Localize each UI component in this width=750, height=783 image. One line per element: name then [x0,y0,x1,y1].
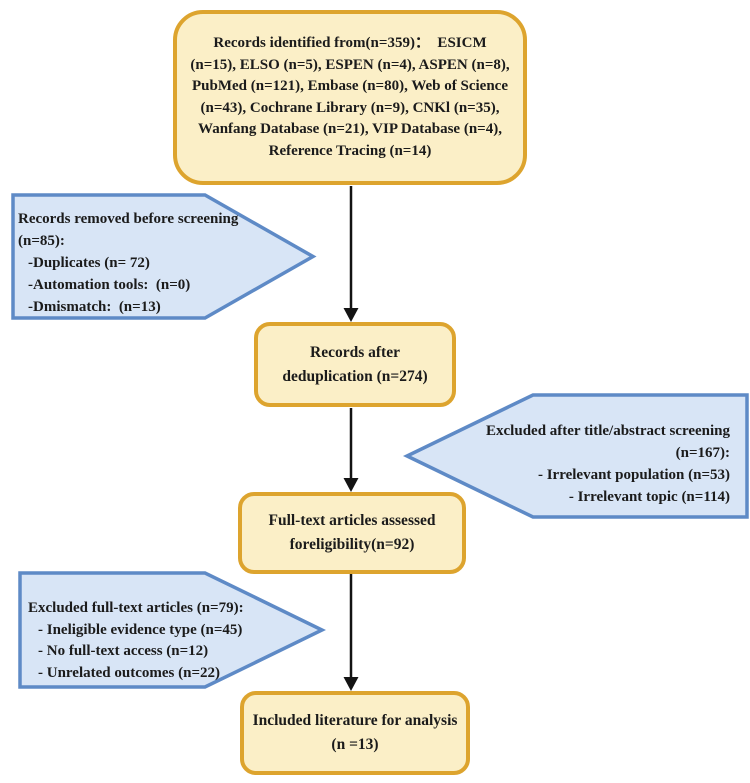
text-line: Included literature for analysis [252,712,458,729]
text-line: -Automation tools: (n=0) [28,277,191,293]
callout-excluded-fulltext-shape [18,571,326,689]
callout-excluded-title-abstract: Excluded after title/abstract screening … [430,420,730,508]
text-line: PubMed (n=121), Embase (n=80), Web of Sc… [192,78,508,94]
text-line: deduplication (n=274) [282,367,428,385]
flow-arrow-fulltext-to-included [343,574,359,691]
callout-excluded-screening-shape [402,393,749,519]
text-line: -Duplicates (n= 72) [28,255,150,271]
text-line: -Dmismatch: (n=13) [28,299,161,315]
box-records-after-deduplication: Records after deduplication (n=274) [254,322,456,407]
text-line: (n=85): [18,233,65,249]
text-line: Full-text articles assessed [268,512,436,529]
text-line: Wanfang Database (n=21), VIP Database (n… [198,121,502,137]
text-line: Records after [310,343,400,361]
text-line: (n=43), Cochrane Library (n=9), CNKl (n=… [200,99,500,116]
box-fulltext-assessed: Full-text articles assessed foreligibili… [238,492,466,574]
text-line: (n=167): [675,445,730,461]
flow-arrow-dedup-to-fulltext [343,408,359,492]
text-line: (n =13) [331,736,379,753]
text-line: Reference Tracing (n=14) [268,142,432,159]
callout-records-removed: Records removed before screening (n=85):… [18,208,308,318]
text-line: Records identified from(n=359)： ESICM [213,35,487,51]
text-line: - Irrelevant population (n=53) [537,467,730,483]
text-line: Excluded after title/abstract screening [486,423,730,439]
box-records-identified: Records identified from(n=359)： ESICM (n… [173,10,527,185]
text-line: - No full-text access (n=12) [38,643,209,659]
text-line: - Irrelevant topic (n=114) [568,489,730,505]
box-included-literature: Included literature for analysis (n =13) [240,691,470,775]
callout-removed-shape [11,193,317,320]
text-line: - Ineligible evidence type (n=45) [38,621,243,638]
text-line: (n=15), ELSO (n=5), ESPEN (n=4), ASPEN (… [190,56,510,73]
text-line: foreligibility(n=92) [289,536,415,553]
text-line: Excluded full-text articles (n=79): [28,600,244,616]
text-line: - Unrelated outcomes (n=22) [38,664,220,681]
text-line: Records removed before screening [18,211,239,227]
flow-arrow-identification-to-dedup [343,186,359,322]
callout-excluded-fulltext: Excluded full-text articles (n=79): - In… [28,598,318,684]
